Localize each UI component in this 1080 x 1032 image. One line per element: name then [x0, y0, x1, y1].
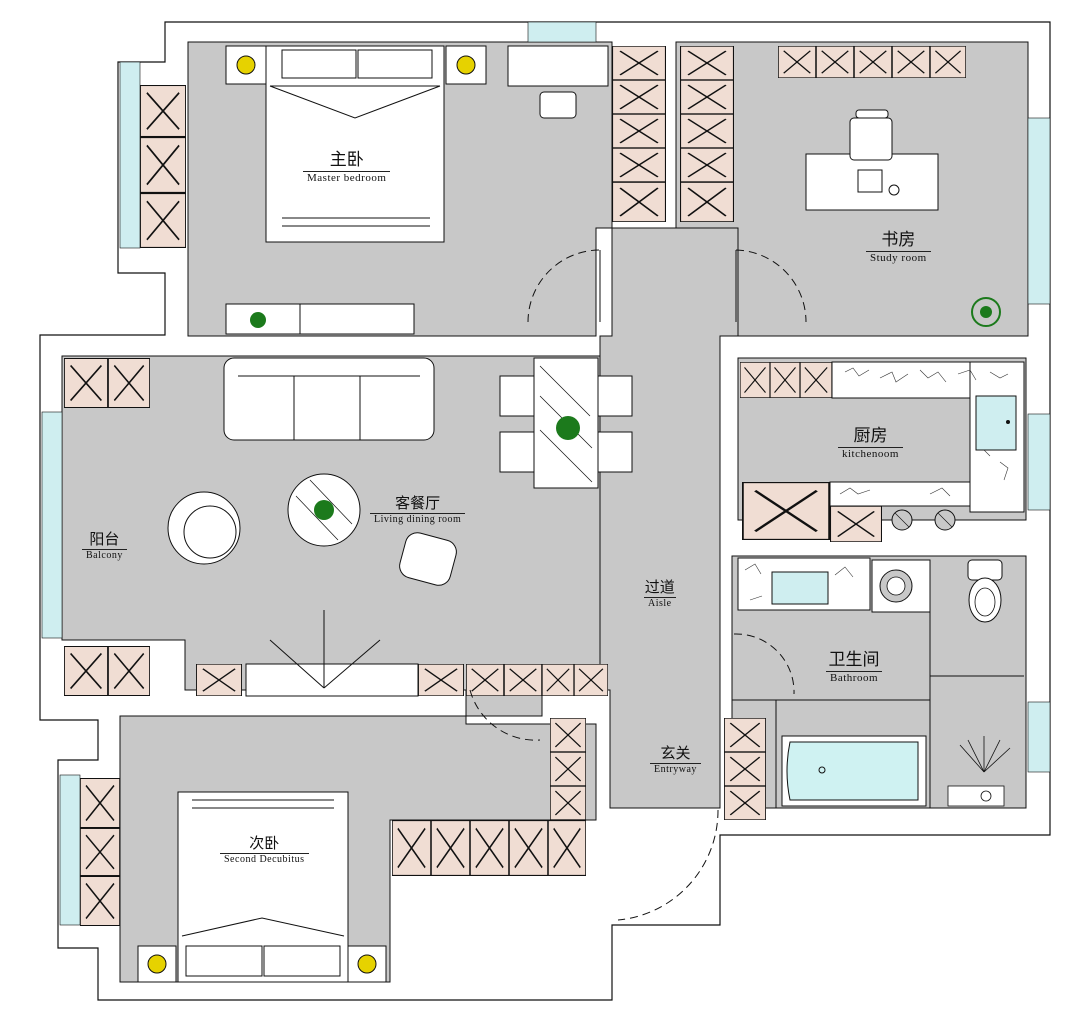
bathtub	[781, 735, 927, 807]
kitchen-sink	[975, 395, 1017, 451]
label-entryway: 玄关 Entryway	[650, 744, 701, 776]
shower	[947, 736, 1011, 807]
study-room-en: Study room	[866, 251, 931, 265]
living-dining-en: Living dining room	[370, 513, 466, 526]
kitchen-en: kitchenoom	[838, 447, 903, 461]
kitchen-counters	[829, 361, 1025, 531]
master-bedroom-cn: 主卧	[329, 150, 364, 170]
aisle-floor	[599, 227, 739, 809]
master-bed	[265, 45, 445, 243]
partitions	[719, 358, 1024, 808]
bathroom-basin	[771, 571, 829, 605]
entryway-cn: 玄关	[660, 744, 691, 762]
doors	[469, 249, 807, 921]
nightstands	[137, 45, 487, 983]
aisle-cn: 过道	[644, 578, 675, 596]
balcony-cn: 阳台	[89, 530, 120, 548]
master-bedroom-en: Master bedroom	[303, 171, 391, 185]
study-room-cn: 书房	[881, 230, 916, 250]
kitchen-cn: 厨房	[853, 426, 888, 446]
entryway-en: Entryway	[650, 763, 701, 776]
label-bathroom: 卫生间 Bathroom	[826, 650, 882, 685]
living-dining-cn: 客餐厅	[395, 494, 441, 512]
armchair	[167, 491, 457, 586]
bathroom-en: Bathroom	[826, 671, 882, 685]
second-bedroom-cn: 次卧	[249, 834, 280, 852]
label-master-bedroom: 主卧 Master bedroom	[303, 150, 391, 185]
label-living-dining: 客餐厅 Living dining room	[370, 494, 466, 526]
plants	[250, 297, 1001, 520]
label-second-bedroom: 次卧 Second Decubitus	[220, 834, 309, 866]
toilet	[967, 559, 1003, 623]
label-kitchen: 厨房 kitchenoom	[838, 426, 903, 461]
sofa	[223, 357, 435, 441]
tv-cabinet	[245, 610, 419, 697]
second-bedroom-en: Second Decubitus	[220, 853, 309, 866]
study-desk	[805, 109, 939, 211]
bathroom-vanity	[737, 557, 931, 613]
balcony-en: Balcony	[82, 549, 127, 562]
aisle-en: Aisle	[644, 597, 676, 610]
windows	[41, 21, 1051, 926]
label-aisle: 过道 Aisle	[644, 578, 676, 610]
bathroom-cn: 卫生间	[828, 650, 880, 670]
label-balcony: 阳台 Balcony	[82, 530, 127, 562]
second-bed	[177, 791, 349, 983]
label-study-room: 书房 Study room	[866, 230, 931, 265]
